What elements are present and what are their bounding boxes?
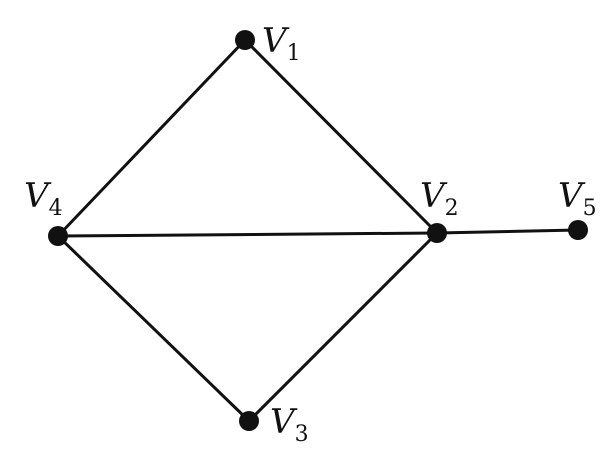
vertex-label-v2: V2 xyxy=(420,176,459,221)
edge-v2-v5 xyxy=(435,228,580,235)
vertex-label-v1: V1 xyxy=(262,21,301,66)
edge-v4-v2 xyxy=(56,231,439,238)
edge-v1-v2 xyxy=(243,38,439,235)
vertex-v2 xyxy=(427,223,447,243)
edge-v1-v4 xyxy=(56,38,247,238)
vertex-v3 xyxy=(239,411,259,431)
edges xyxy=(56,38,580,423)
vertex-label-v5: V5 xyxy=(558,176,597,221)
edge-v4-v3 xyxy=(56,234,251,423)
vertex-v5 xyxy=(568,220,588,240)
edge-v3-v2 xyxy=(247,231,439,423)
vertex-v4 xyxy=(48,226,68,246)
vertex-label-v3: V3 xyxy=(270,402,309,447)
vertices xyxy=(48,30,588,431)
vertex-label-v4: V4 xyxy=(24,176,63,221)
vertex-v1 xyxy=(235,30,255,50)
